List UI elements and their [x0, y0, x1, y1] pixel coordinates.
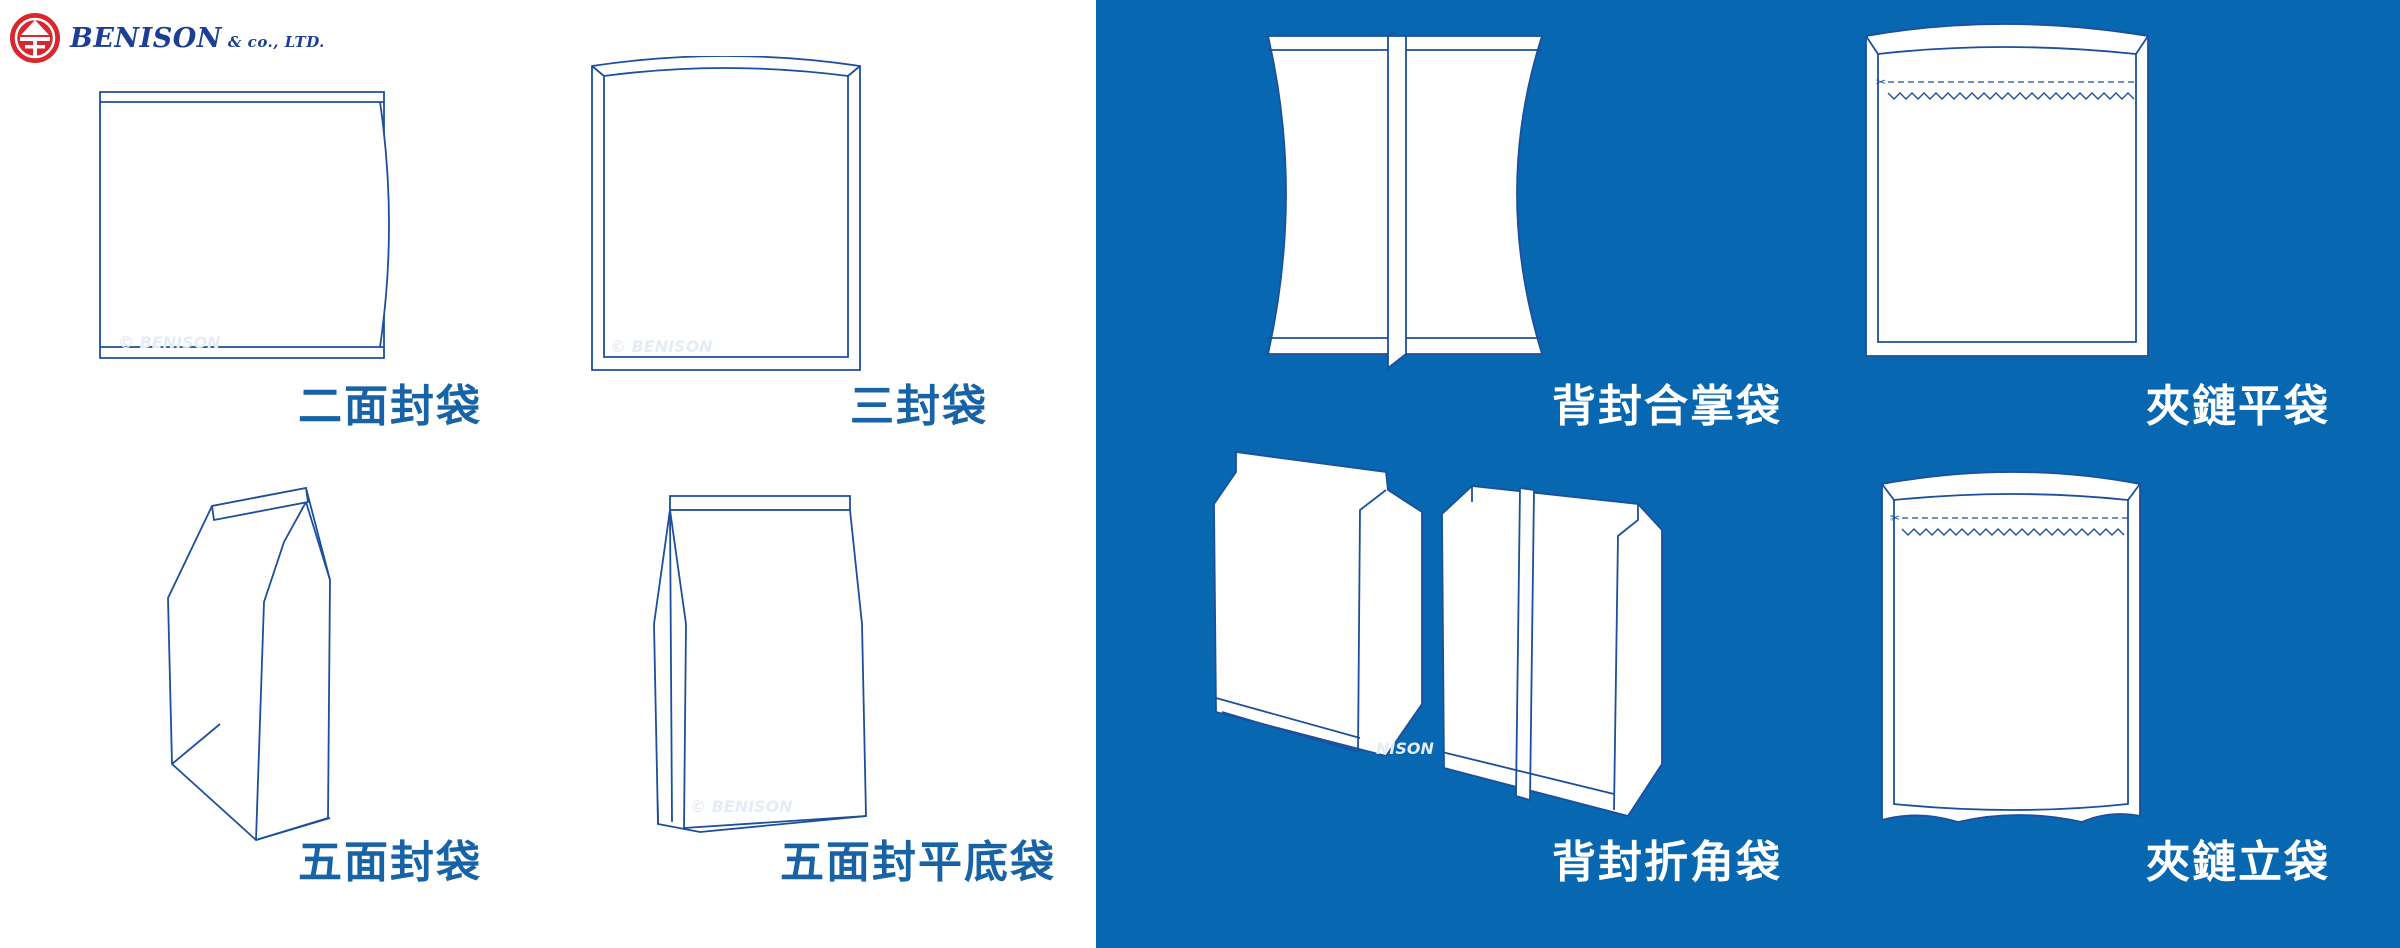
- label-back-seal-fin: 背封合掌袋: [1552, 381, 1782, 432]
- two-side-seal-bag-icon: © BENISON: [98, 90, 398, 365]
- svg-text:© BENISON: © BENISON: [690, 797, 793, 816]
- svg-text:✂: ✂: [1890, 511, 1900, 525]
- flat-bottom-bag-icon: © BENISON: [650, 492, 870, 842]
- svg-text:NISON: NISON: [1376, 739, 1434, 758]
- zipper-stand-up-bag-icon: ✂: [1878, 470, 2158, 830]
- brand-logo: BENISON& co., LTD.: [8, 10, 325, 66]
- benison-logo-icon: [10, 13, 60, 63]
- brand-suffix: & co., LTD.: [227, 32, 325, 51]
- label-five-side-seal: 五面封袋: [298, 837, 482, 888]
- label-back-seal-gusset: 背封折角袋: [1552, 837, 1782, 888]
- brand-name: BENISON& co., LTD.: [70, 22, 325, 54]
- label-two-side-seal: 二面封袋: [298, 381, 482, 432]
- svg-text:© BENISON: © BENISON: [118, 333, 221, 352]
- label-five-side-flat-bottom: 五面封平底袋: [780, 837, 1056, 888]
- svg-text:© BENISON: © BENISON: [610, 337, 713, 356]
- label-three-side-seal: 三封袋: [850, 381, 988, 432]
- three-side-seal-bag-icon: © BENISON: [590, 56, 870, 376]
- svg-text:✂: ✂: [1876, 75, 1886, 89]
- five-side-seal-bag-icon: [160, 484, 340, 844]
- label-zipper-stand-up: 夾鏈立袋: [2146, 837, 2330, 888]
- back-seal-fin-bag-icon: [1262, 32, 1552, 372]
- back-seal-gusset-bag-icon: NISON: [1208, 450, 1668, 820]
- zipper-flat-bag-icon: ✂: [1862, 22, 2162, 362]
- label-zipper-flat: 夾鏈平袋: [2146, 381, 2330, 432]
